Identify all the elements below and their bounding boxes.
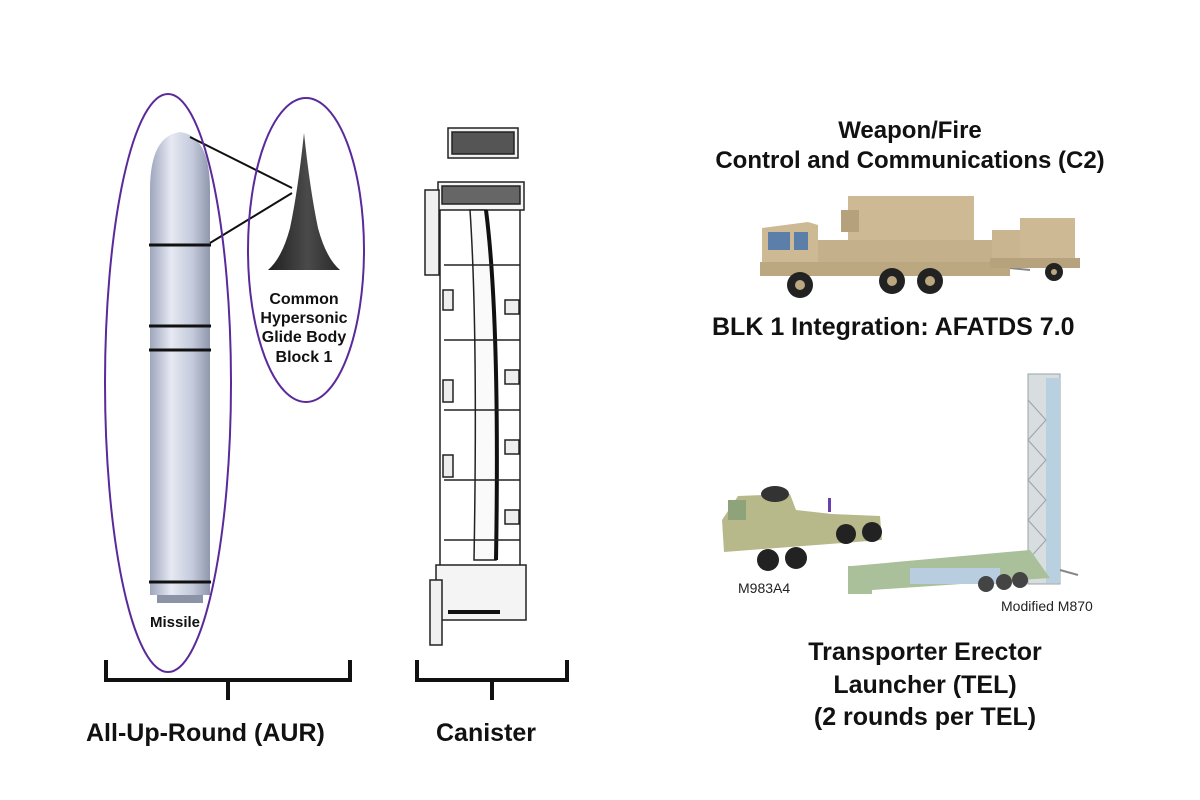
tel-truck-label: M983A4 — [738, 580, 791, 596]
canister-group-label: Canister — [436, 719, 537, 747]
canister-brace — [415, 660, 569, 700]
glide-body-label-line-2: Hypersonic — [260, 310, 348, 328]
c2-title-line-1: Weapon/Fire — [838, 117, 982, 144]
glide-body-illustration — [268, 133, 340, 270]
glide-body-label-line-4: Block 1 — [275, 348, 333, 366]
glide-body-label-line-1: Common — [269, 291, 339, 308]
glide-body-highlight-ellipse — [247, 97, 365, 403]
aur-group-label: All-Up-Round (AUR) — [86, 719, 325, 747]
aur-brace — [104, 660, 352, 700]
tel-truck-illustration — [722, 486, 882, 571]
glide-body-label: Common Hypersonic Glide Body Block 1 — [248, 290, 360, 367]
tel-title-line-3: (2 rounds per TEL) — [813, 703, 1037, 731]
glide-body-label-line-3: Glide Body — [261, 329, 347, 347]
missile-label: Missile — [150, 614, 201, 631]
missile-illustration — [149, 132, 211, 603]
tel-title-line-2: Launcher (TEL) — [833, 670, 1017, 699]
canister-illustration — [424, 127, 527, 646]
leader-lines — [189, 136, 293, 244]
tel-trailer-illustration — [848, 373, 1079, 594]
missile-highlight-ellipse — [104, 93, 232, 673]
tel-trailer-label: Modified M870 — [1001, 598, 1093, 614]
c2-title-line-2: Control and Communications (C2) — [715, 147, 1105, 174]
tel-title: Transporter Erector Launcher (TEL) (2 ro… — [760, 636, 1090, 734]
tel-title-line-1: Transporter Erector — [808, 638, 1042, 666]
c2-integration-label: BLK 1 Integration: AFATDS 7.0 — [712, 313, 1075, 341]
c2-title: Weapon/Fire Control and Communications (… — [660, 116, 1160, 176]
c2-vehicle-illustration — [760, 196, 1080, 298]
